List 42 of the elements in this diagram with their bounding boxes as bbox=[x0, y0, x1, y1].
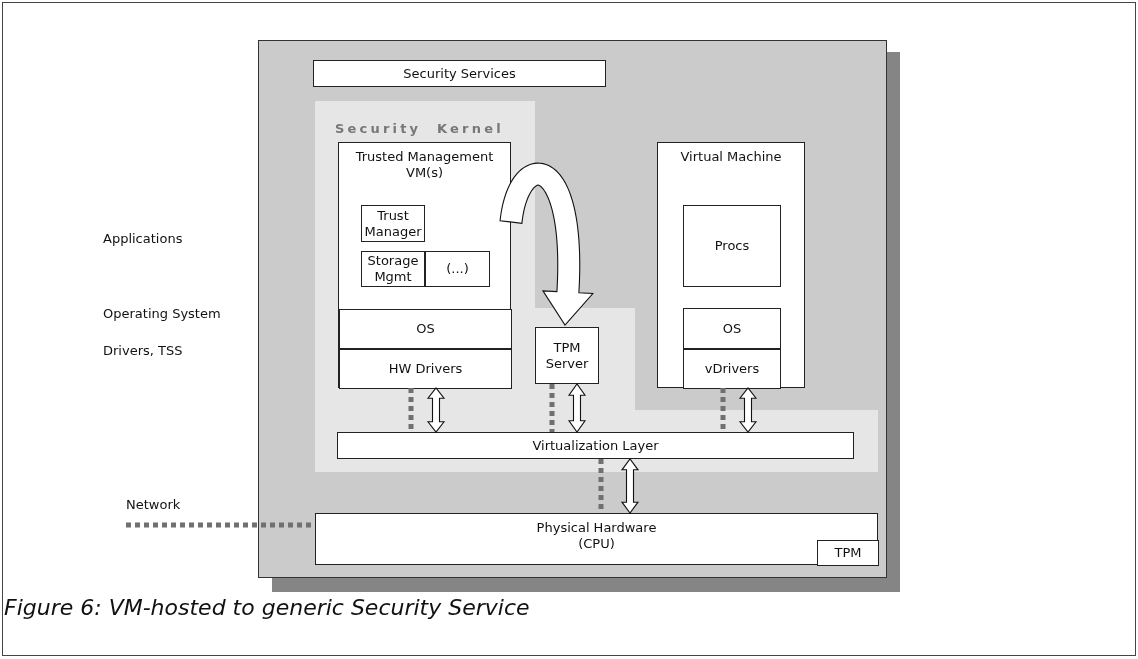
curved-arrow bbox=[499, 162, 595, 326]
layer-bar bbox=[337, 432, 854, 459]
double-arrow bbox=[738, 387, 758, 433]
region-heading: Security Kernel bbox=[335, 121, 504, 137]
node-label: TPM bbox=[834, 545, 862, 561]
node-label: Virtualization Layer bbox=[532, 437, 659, 454]
layer-label: Operating System bbox=[103, 306, 221, 321]
node-label: OS bbox=[416, 321, 435, 337]
double-arrow bbox=[620, 458, 640, 514]
node-label: Network bbox=[126, 497, 181, 513]
node-label: Storage Mgmt bbox=[366, 253, 420, 285]
layer-label: Drivers, TSS bbox=[103, 343, 183, 358]
node-label: Physical Hardware (CPU) bbox=[535, 520, 658, 552]
vm-box bbox=[338, 142, 511, 388]
node-label: Trust Manager bbox=[363, 207, 423, 240]
double-arrow bbox=[567, 383, 587, 433]
layer-label: Applications bbox=[103, 231, 183, 246]
component-box bbox=[425, 251, 490, 287]
node-label: (...) bbox=[446, 261, 469, 277]
node-label: Security Services bbox=[403, 65, 516, 82]
driver-layer bbox=[339, 349, 512, 389]
os-layer bbox=[683, 308, 781, 349]
vm-box bbox=[657, 142, 805, 388]
node-label: Trusted Management VM(s) bbox=[354, 149, 495, 181]
double-arrow bbox=[426, 387, 446, 433]
server-box bbox=[535, 327, 599, 384]
dotted-line bbox=[408, 388, 414, 432]
service-bar bbox=[313, 60, 606, 87]
node-label: TPM Server bbox=[544, 339, 590, 372]
os-layer bbox=[339, 309, 512, 349]
driver-layer bbox=[683, 349, 781, 389]
node-label: vDrivers bbox=[704, 361, 760, 377]
dotted-line bbox=[720, 388, 726, 432]
node-label: Procs bbox=[714, 238, 750, 254]
dotted-line bbox=[549, 384, 555, 432]
node-label: OS bbox=[722, 320, 742, 337]
figure-caption: Figure 6: VM-hosted to generic Security Service bbox=[4, 595, 530, 620]
tpm-box bbox=[817, 540, 879, 566]
node-label: HW Drivers bbox=[388, 361, 463, 377]
process-box bbox=[683, 205, 781, 287]
hardware-box bbox=[315, 513, 878, 565]
node-label: Virtual Machine bbox=[680, 149, 782, 165]
